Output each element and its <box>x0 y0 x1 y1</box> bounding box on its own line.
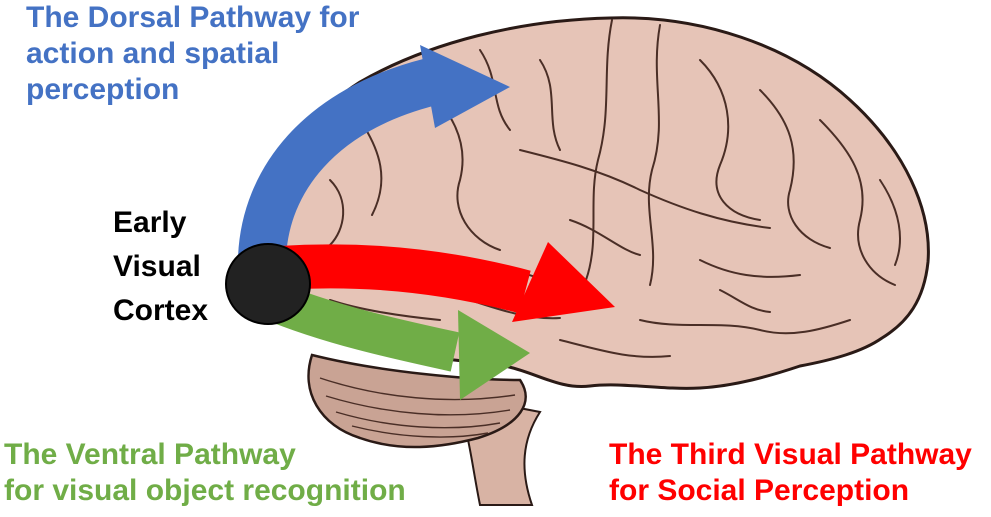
third-pathway-arrow <box>278 242 615 322</box>
ventral-pathway-label: The Ventral Pathway for visual object re… <box>4 438 406 507</box>
early-visual-cortex-node <box>225 243 311 325</box>
dorsal-pathway-label: The Dorsal Pathway for action and spatia… <box>26 1 360 106</box>
third-pathway-label: The Third Visual Pathway for Social Perc… <box>609 438 972 507</box>
cerebellum <box>307 353 527 449</box>
dorsal-pathway-arrow <box>238 45 510 260</box>
early-visual-cortex-label: Early Visual Cortex <box>113 206 209 327</box>
